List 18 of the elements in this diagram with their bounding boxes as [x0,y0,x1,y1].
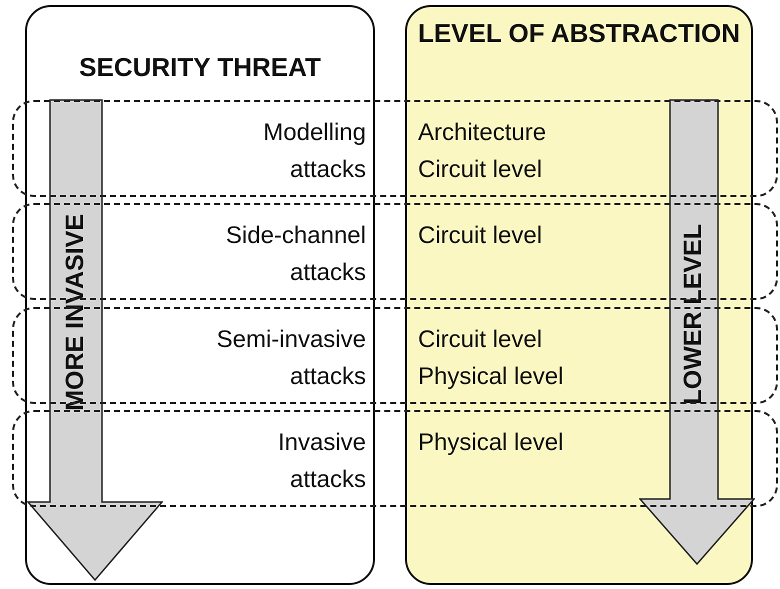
column-heading: SECURITY THREAT [78,51,322,84]
attack-type: Semi-invasive attacks [216,325,366,392]
abstraction-level: Circuit level [418,325,542,355]
column-heading: LEVEL OF ABSTRACTION [416,17,742,50]
abstraction-level: Physical level [418,428,564,458]
dashed-row-band [12,410,778,507]
abstraction-level: Circuit level [418,155,542,185]
arrow-label: MORE INVASIVE [61,214,90,411]
abstraction-level: Physical level [418,362,564,392]
dashed-row-band [12,100,778,197]
attack-type: Side-channel attacks [224,221,366,288]
attack-type: Modelling attacks [262,118,366,185]
column-panel [405,5,753,585]
attack-type: Invasive attacks [276,428,366,495]
column-panel [25,5,375,585]
arrow-label: LOWER LEVEL [679,224,708,405]
abstraction-level: Architecture [418,118,546,148]
abstraction-level: Circuit level [418,221,542,251]
